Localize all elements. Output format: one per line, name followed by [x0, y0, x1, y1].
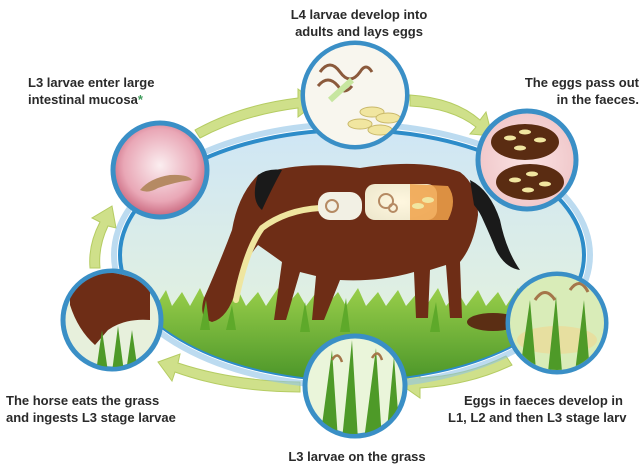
stage-on-grass-circle — [305, 336, 405, 440]
label-ingest: The horse eats the grass and ingests L3 … — [6, 392, 226, 426]
label-develop: Eggs in faeces develop in L1, L2 and the… — [430, 392, 639, 426]
stage-eggs-out-circle — [478, 111, 576, 209]
label-on-grass: L3 larvae on the grass — [262, 448, 452, 465]
stage-mucosa-circle — [113, 123, 207, 217]
footnote-asterisk: * — [138, 92, 143, 107]
stage-adults-circle — [300, 40, 410, 150]
label-eggs-out: The eggs pass out in the faeces. — [486, 74, 639, 108]
label-mucosa: L3 larvae enter large intestinal mucosa* — [28, 74, 228, 108]
stage-develop-circle — [505, 270, 615, 380]
stage-ingest-circle — [63, 271, 161, 372]
horse-stomach — [318, 192, 362, 220]
label-adults: L4 larvae develop into adults and lays e… — [264, 6, 454, 40]
